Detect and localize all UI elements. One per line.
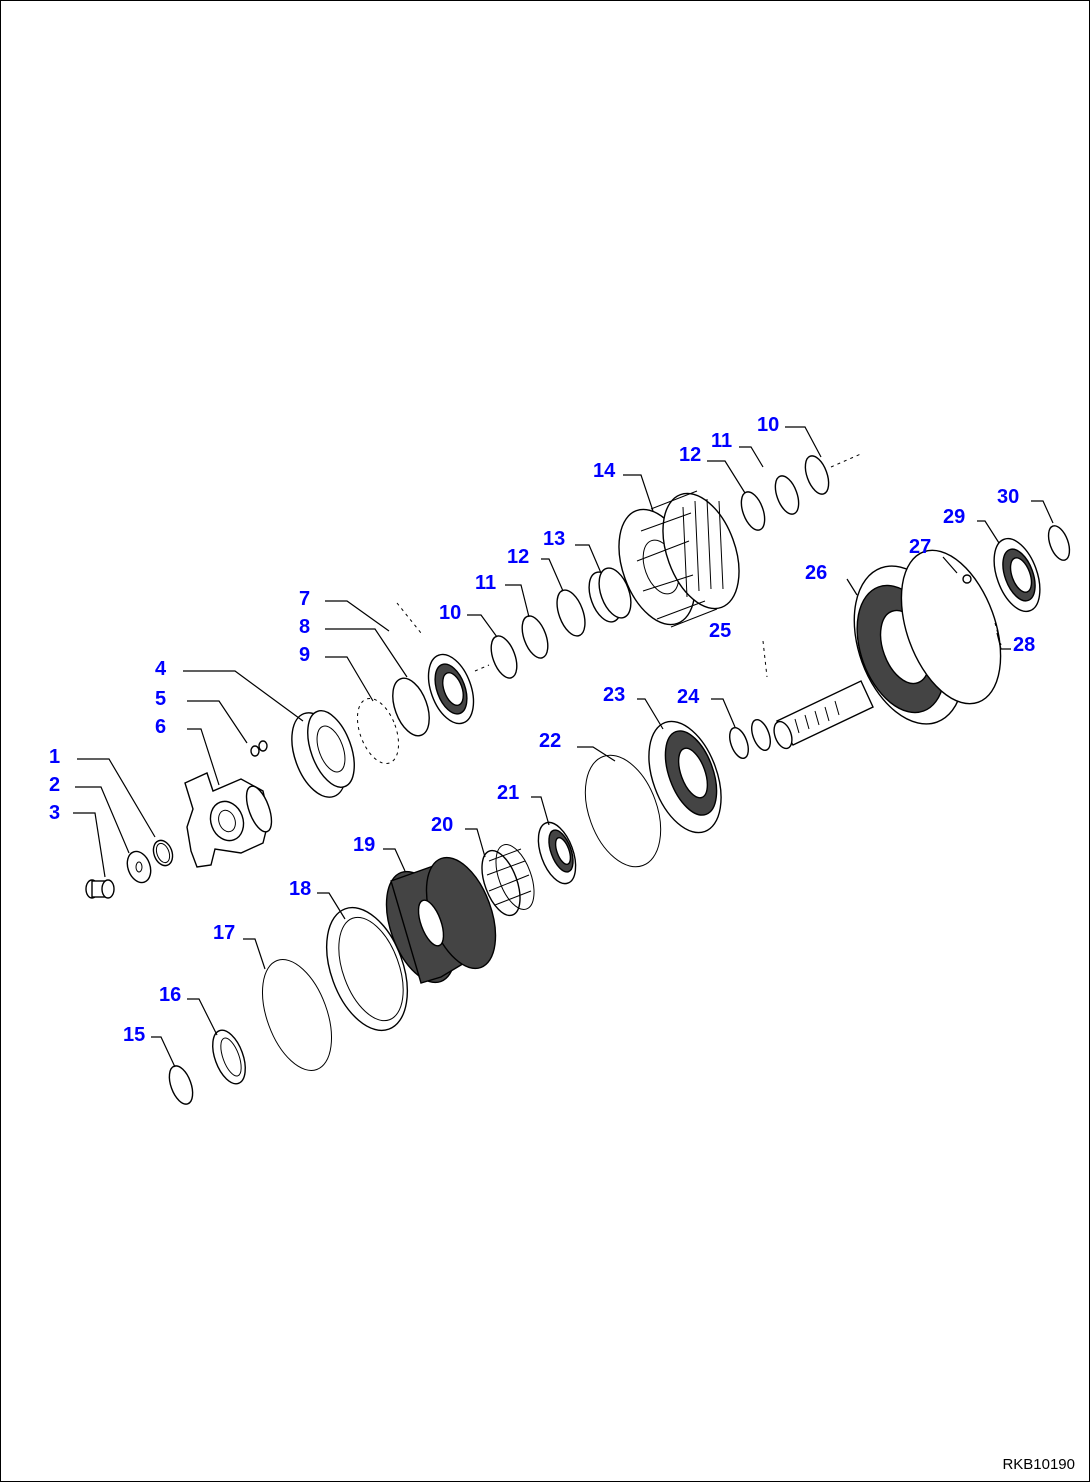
part-7-bearing <box>427 653 475 725</box>
drawing-code: RKB10190 <box>1002 1456 1075 1473</box>
callout-6: 6 <box>155 716 166 738</box>
callout-18: 18 <box>289 878 311 900</box>
part-27-pin <box>962 574 972 584</box>
part-26-shaft-drum <box>773 549 1002 750</box>
callout-10-lower: 10 <box>439 602 461 624</box>
callout-12-upper: 12 <box>679 444 701 466</box>
callout-5: 5 <box>155 688 166 710</box>
part-2-washer <box>126 850 152 884</box>
callout-23: 23 <box>603 684 625 706</box>
part-10-ring-upper <box>804 455 830 495</box>
leader-lines <box>73 426 1054 1068</box>
part-19-clutch-pack <box>385 856 497 984</box>
callout-21: 21 <box>497 782 519 804</box>
part-22-ring <box>584 754 662 868</box>
part-3-bolt <box>85 879 115 899</box>
callout-16: 16 <box>159 984 181 1006</box>
callout-26: 26 <box>805 562 827 584</box>
callout-25: 25 <box>709 620 731 642</box>
callout-12-lower: 12 <box>507 546 529 568</box>
part-8-ring <box>392 677 430 737</box>
part-11-ring-upper <box>774 475 800 515</box>
callout-30: 30 <box>997 486 1019 508</box>
part-13-sleeve <box>588 567 632 623</box>
callout-4: 4 <box>155 658 167 680</box>
callout-19: 19 <box>353 834 375 856</box>
callout-24: 24 <box>677 686 700 708</box>
part-23-piston <box>648 720 722 834</box>
callout-29: 29 <box>943 506 965 528</box>
part-4-seal-housing <box>291 710 355 798</box>
part-11-ring <box>521 615 549 659</box>
part-16-washer <box>212 1029 246 1085</box>
part-18-plate <box>326 906 408 1032</box>
part-30-snap-ring <box>1047 525 1071 561</box>
part-21-bearing <box>537 821 577 885</box>
part-1-oring <box>152 839 174 867</box>
callout-10-upper: 10 <box>757 414 779 436</box>
callouts: 1 2 3 4 5 6 7 8 9 10 10 11 11 12 12 13 1… <box>49 414 1035 1046</box>
part-12-ring <box>556 589 586 637</box>
callout-27: 27 <box>909 536 931 558</box>
part-17-ring <box>262 959 332 1071</box>
callout-11-upper: 11 <box>711 430 732 452</box>
callout-20: 20 <box>431 814 453 836</box>
part-6-yoke <box>184 772 273 868</box>
callout-2: 2 <box>49 774 60 796</box>
part-29-bearing <box>993 537 1041 613</box>
part-10-snap-ring <box>490 635 518 679</box>
part-20-spring <box>481 844 535 917</box>
callout-17: 17 <box>213 922 235 944</box>
callout-28: 28 <box>1013 634 1035 656</box>
part-5-pin <box>250 740 268 757</box>
callout-14: 14 <box>593 460 616 482</box>
part-14-gear <box>618 490 740 628</box>
part-15-snap-ring <box>168 1065 194 1105</box>
center-lines <box>396 452 864 672</box>
part-12-ring-upper <box>740 491 766 531</box>
callout-13: 13 <box>543 528 565 550</box>
callout-8: 8 <box>299 616 310 638</box>
callout-7: 7 <box>299 588 310 610</box>
callout-11-lower: 11 <box>475 572 496 594</box>
callout-9: 9 <box>299 644 310 666</box>
callout-15: 15 <box>123 1024 145 1046</box>
part-9-ring <box>356 697 400 765</box>
part-25-pin <box>762 640 768 678</box>
callout-3: 3 <box>49 802 60 824</box>
callout-1: 1 <box>49 746 60 768</box>
callout-22: 22 <box>539 730 561 752</box>
part-24-rings <box>729 719 771 759</box>
